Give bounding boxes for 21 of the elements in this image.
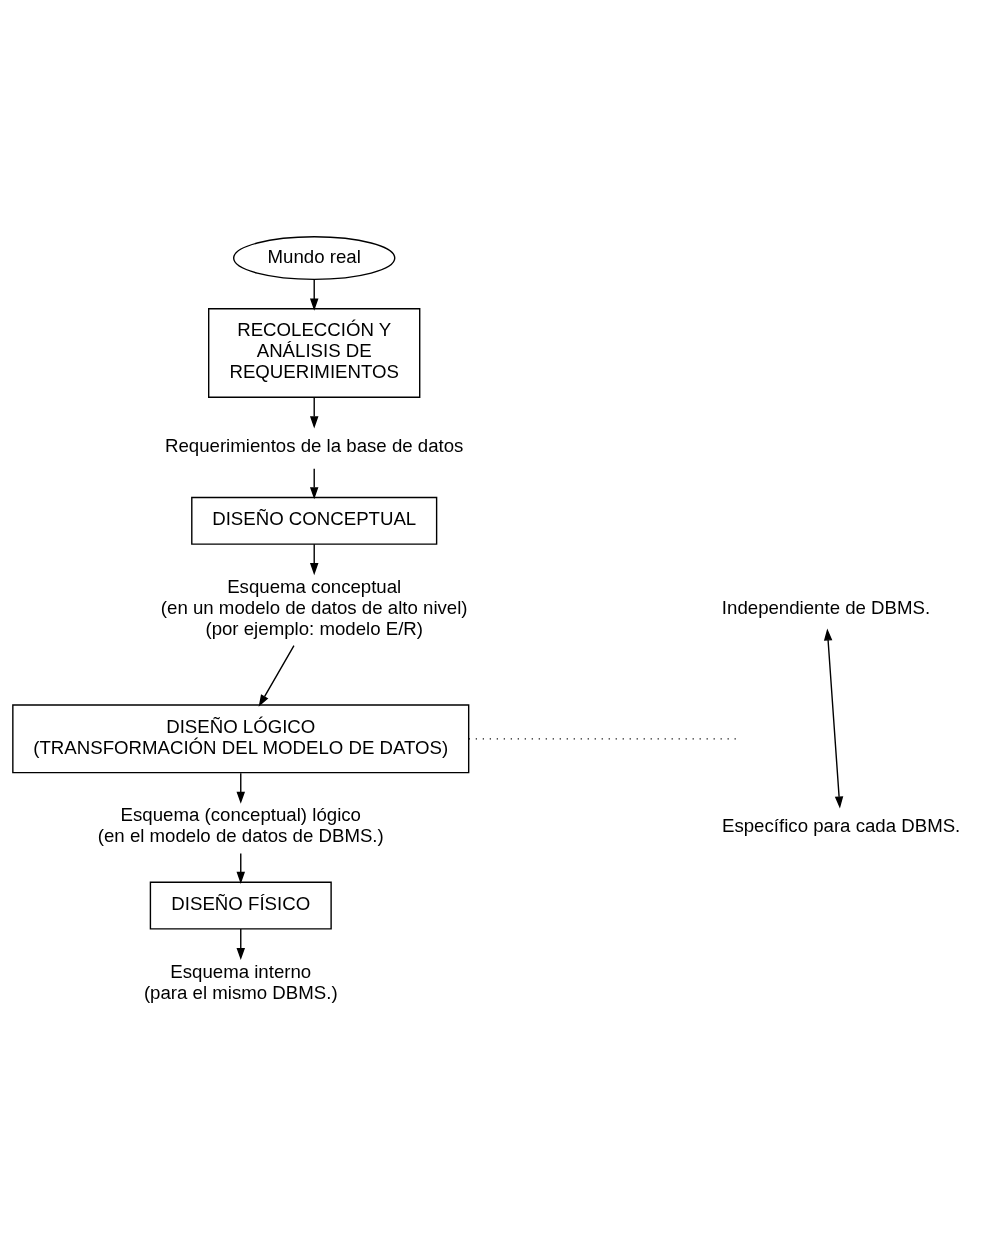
node-text: Específico para cada DBMS. (722, 814, 961, 836)
connector (468, 737, 739, 740)
arrow (309, 467, 319, 499)
node-text: Independiente de DBMS. (721, 596, 931, 618)
node-ellipse: Mundo real (232, 235, 396, 280)
node-text: Esquema (conceptual) lógico (en el modelo de datos de DBMS.) (97, 803, 384, 846)
node-box: DISEÑO FÍSICO (149, 881, 332, 930)
arrow (236, 927, 245, 960)
node-text: Esquema conceptual (en un modelo de datos de alto nivel) (por ejemplo: modelo E/R) (160, 575, 468, 639)
arrow (258, 644, 295, 707)
node-text: Requerimientos de la base de datos (164, 434, 464, 456)
node-box: DISEÑO CONCEPTUAL (191, 496, 438, 545)
node-box: DISEÑO LÓGICO (TRANSFORMACIÓN DEL MODELO DE DATOS) (12, 703, 470, 773)
arrow (309, 396, 319, 428)
arrow (236, 771, 245, 804)
node-text: Esquema interno (para el mismo DBMS.) (143, 960, 338, 1003)
arrow (309, 278, 319, 311)
arrow (309, 543, 319, 575)
arrow (823, 627, 844, 809)
arrow (236, 852, 245, 884)
node-box: RECOLECCIÓN Y ANÁLISIS DE REQUERIMIENTOS (208, 307, 421, 398)
